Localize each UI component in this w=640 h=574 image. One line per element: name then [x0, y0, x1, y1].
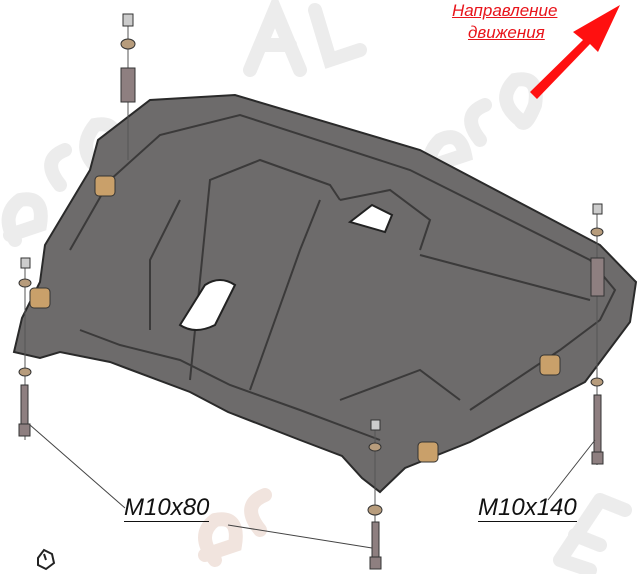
direction-label: Направление движения — [452, 0, 557, 44]
skid-plate — [12, 93, 638, 494]
bolt-label-m10x80: M10x80 — [124, 494, 210, 522]
leader-lines — [29, 424, 596, 549]
plate-ribs — [69, 113, 617, 441]
direction-arrow — [530, 5, 620, 99]
direction-label-line2: движения — [468, 23, 545, 42]
wrench-icon — [37, 548, 56, 571]
plate-cutout — [178, 279, 237, 331]
fasteners — [18, 13, 605, 570]
captive-nuts — [29, 175, 561, 463]
direction-label-line1: Направление — [452, 1, 558, 20]
plate-cutout-top — [347, 203, 394, 234]
bolt-label-m10x140: M10x140 — [478, 494, 577, 522]
